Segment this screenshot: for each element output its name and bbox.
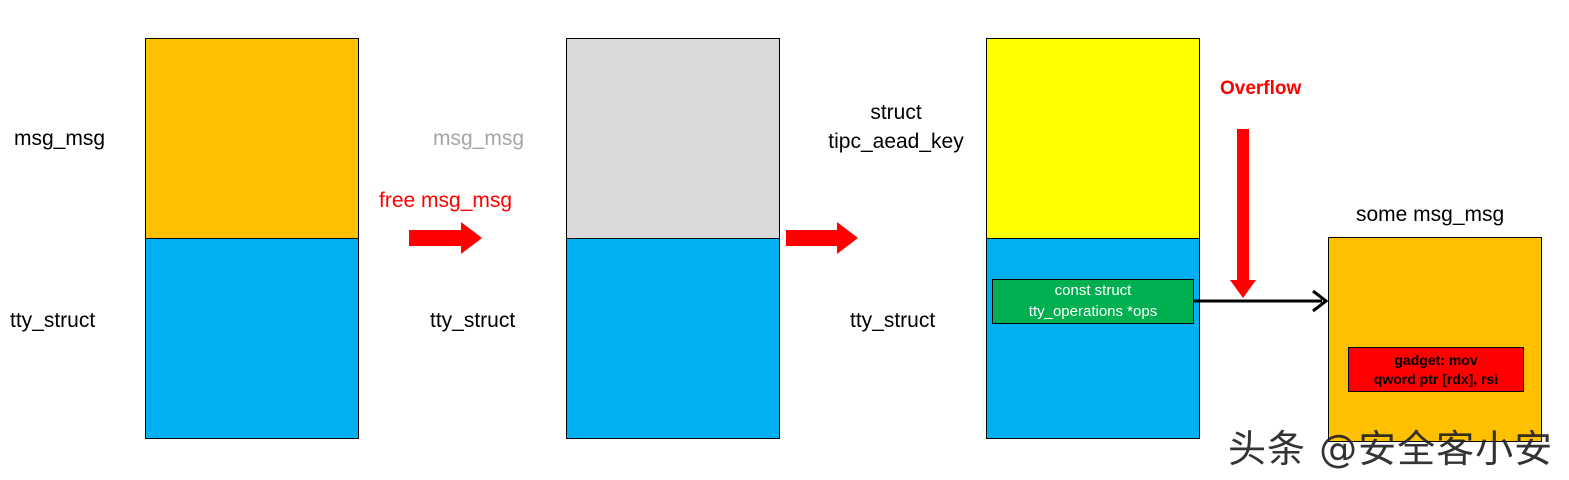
ops-pointer-arrow-head <box>1312 289 1329 313</box>
gadget-box: gadget: mov qword ptr [rdx], rsi <box>1348 347 1524 392</box>
stage2-freed-block <box>566 38 780 239</box>
stage1-msg-msg-block <box>145 38 359 239</box>
stage2-msg-msg-label: msg_msg <box>433 127 525 150</box>
stage2-tty-struct-label: tty_struct <box>430 309 516 332</box>
stage3-label-line1: struct <box>870 101 922 124</box>
arrow-right-1 <box>409 222 482 254</box>
stage3-label-line2: tipc_aead_key <box>828 130 964 154</box>
stage1-tty-struct-label: tty_struct <box>10 309 96 332</box>
stage3-tty-struct-block <box>986 238 1200 439</box>
arrow-right-2 <box>786 222 858 254</box>
watermark: 头条 @安全客小安 <box>1228 427 1554 471</box>
gadget-line1: gadget: mov <box>1394 351 1478 368</box>
gadget-line2: qword ptr [rdx], rsi <box>1373 370 1499 387</box>
target-msg-msg-block <box>1328 237 1542 442</box>
stage3-tty-struct-label: tty_struct <box>850 309 936 332</box>
stage2-tty-struct-block <box>566 238 780 439</box>
overflow-arrow-down <box>1230 129 1256 298</box>
ops-line2: tty_operations *ops <box>1028 302 1158 320</box>
stage3-tipc-aead-key-label: struct tipc_aead_key <box>806 98 986 157</box>
ops-line1: const struct <box>1054 282 1132 300</box>
stage1-msg-msg-label: msg_msg <box>14 127 106 150</box>
stage1-tty-struct-block <box>145 238 359 439</box>
stage3-tipc-aead-key-block <box>986 38 1200 239</box>
target-msg-msg-title: some msg_msg <box>1356 203 1505 226</box>
overflow-label: Overflow <box>1220 78 1302 99</box>
ops-pointer-box: const struct tty_operations *ops <box>992 279 1194 324</box>
free-msg-msg-label: free msg_msg <box>379 189 513 212</box>
